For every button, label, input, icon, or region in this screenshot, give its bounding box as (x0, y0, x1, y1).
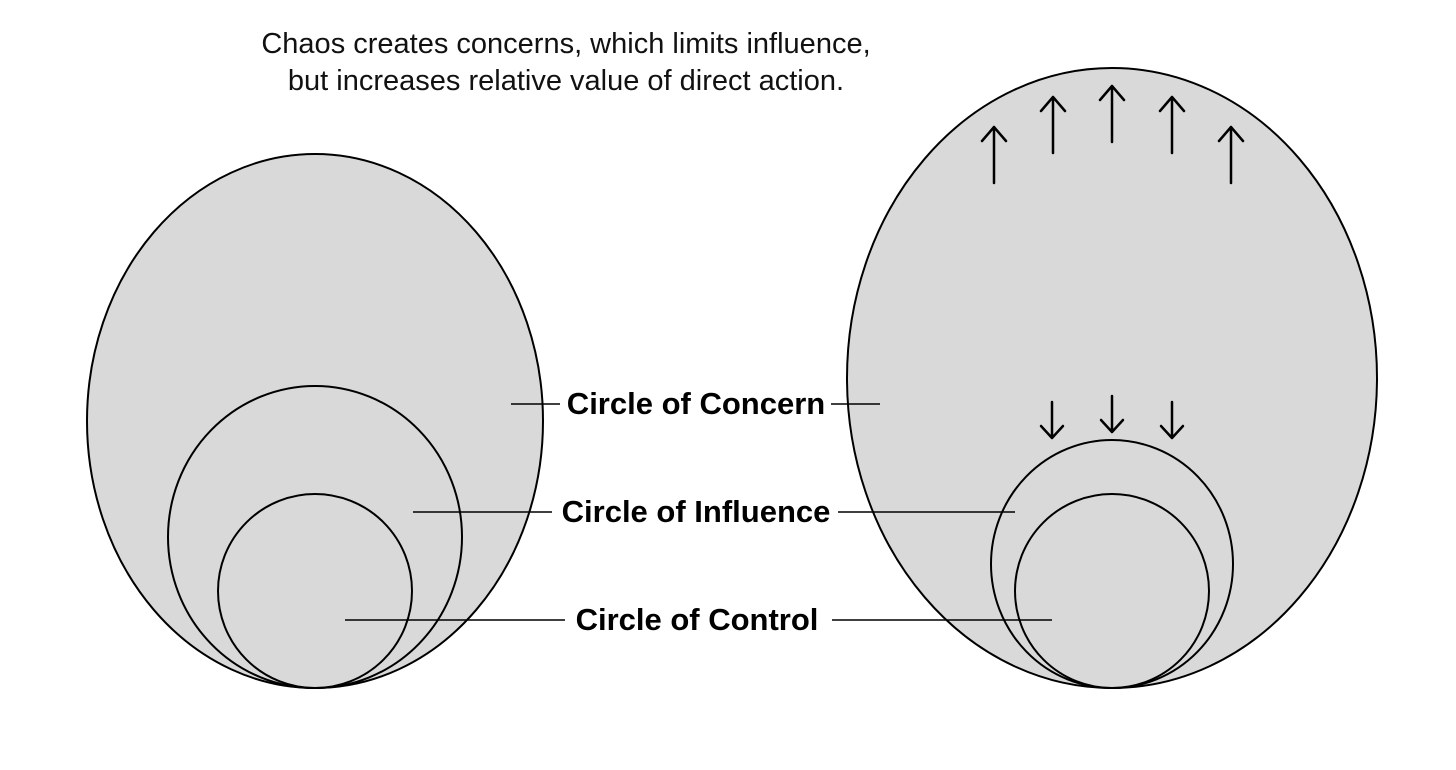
arrow-up-icon (980, 125, 1008, 185)
label-circle-of-concern: Circle of Concern (566, 386, 826, 421)
arrow-up-icon (1158, 95, 1186, 155)
label-circle-of-influence: Circle of Influence (561, 494, 831, 529)
label-circle-of-control: Circle of Control (575, 602, 819, 637)
arrow-up-icon (1217, 125, 1245, 185)
arrow-down-icon (1039, 400, 1065, 440)
right-circle-of-control (1014, 493, 1210, 689)
arrow-up-icon (1098, 84, 1126, 144)
leader-lines (345, 403, 1052, 621)
right-diagram (846, 67, 1378, 689)
arrow-down-icon (1159, 400, 1185, 440)
inward-arrows (1039, 394, 1185, 440)
left-circle-of-control (217, 493, 413, 689)
arrow-down-icon (1099, 394, 1125, 434)
caption-line-1: Chaos creates concerns, which limits inf… (261, 28, 871, 60)
left-diagram (86, 153, 544, 689)
arrow-up-icon (1039, 95, 1067, 155)
diagram-caption: Chaos creates concerns, which limits inf… (160, 26, 972, 100)
caption-line-2: but increases relative value of direct a… (287, 65, 845, 97)
outward-arrows (980, 84, 1245, 185)
